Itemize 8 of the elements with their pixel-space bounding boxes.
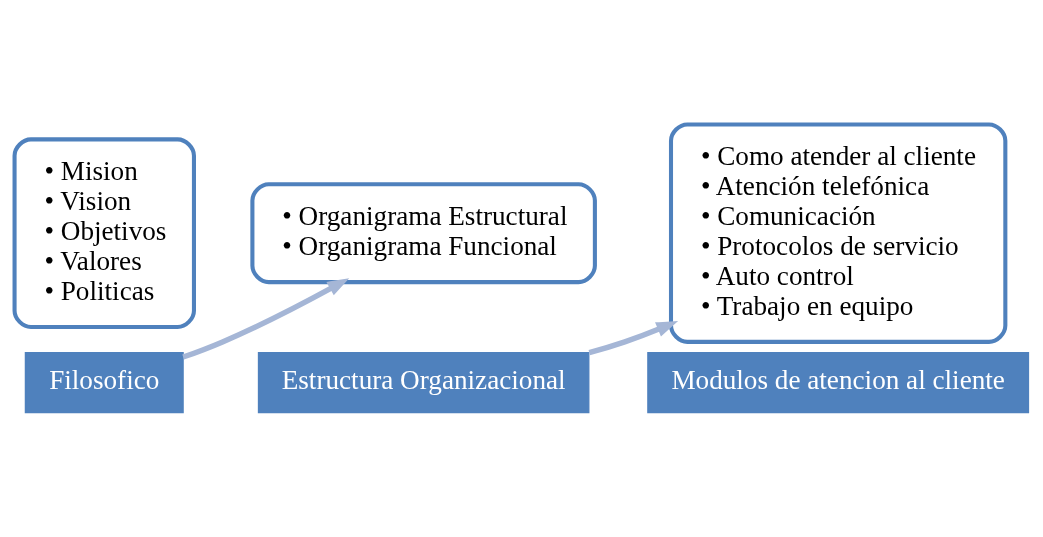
node-box: Estructura Organizacional xyxy=(257,352,590,414)
node-box: • Mision • Vision • Objetivos • Valores • Politicas xyxy=(12,137,196,329)
node-box: Modulos de atencion al cliente xyxy=(647,352,1030,414)
node-box: Filosofico xyxy=(24,352,184,414)
arrow xyxy=(588,320,679,356)
node-box: • Como atender al cliente • Atención telefónica • Comunicación • Protocolos de servicio • Auto control • Trabajo en equipo xyxy=(668,122,1008,344)
node-box: • Organigrama Estructural • Organigrama Funcional xyxy=(250,182,597,285)
arrow xyxy=(182,278,350,360)
